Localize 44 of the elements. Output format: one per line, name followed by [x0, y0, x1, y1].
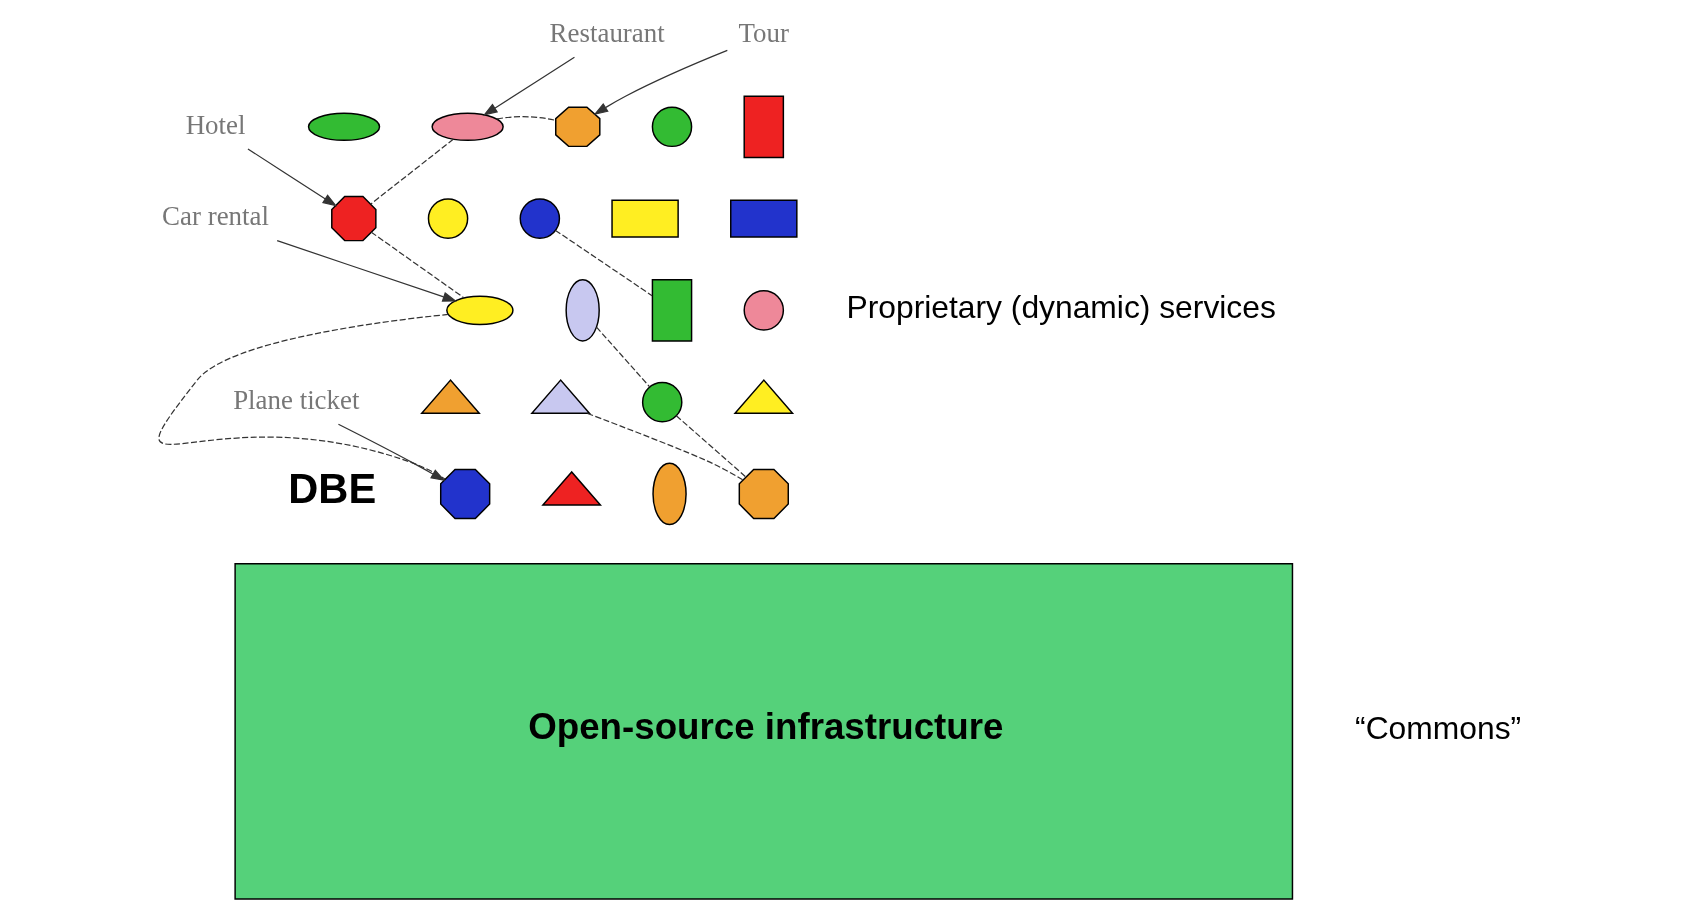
node-octagon	[439, 468, 491, 520]
node-text: Plane ticket	[233, 385, 360, 416]
connector	[158, 313, 449, 480]
connector	[675, 415, 747, 478]
node-box	[743, 95, 785, 159]
node-circle	[651, 106, 693, 148]
node-octagon	[738, 468, 789, 520]
node-box	[611, 199, 679, 238]
arrow	[276, 240, 458, 302]
node-triangle	[420, 379, 481, 414]
connector	[595, 326, 651, 388]
node-circle	[427, 198, 469, 239]
connector	[586, 412, 744, 481]
connector	[554, 229, 653, 297]
node-ellipse	[652, 462, 687, 526]
node-text: Car rental	[162, 201, 269, 232]
node-text: Tour	[738, 17, 790, 48]
arrow	[482, 56, 576, 116]
node-triangle	[733, 379, 795, 414]
label: DBE	[288, 465, 377, 513]
node-text: Hotel	[185, 109, 246, 140]
arrow	[337, 423, 446, 482]
label: Proprietary (dynamic) services	[846, 289, 1276, 326]
node-box: Open-source infrastructure	[234, 562, 1294, 900]
node-text: Restaurant	[549, 17, 665, 48]
label: “Commons”	[1355, 710, 1522, 747]
node-box	[651, 279, 693, 342]
connector	[496, 116, 557, 121]
arrow	[247, 148, 338, 207]
node-triangle	[530, 379, 591, 414]
connector	[370, 231, 465, 299]
node-ellipse	[446, 295, 514, 326]
node-ellipse	[565, 279, 600, 342]
node-octagon	[331, 195, 377, 242]
arrow	[593, 49, 728, 116]
node-ellipse	[307, 112, 381, 141]
node-circle	[743, 290, 785, 331]
node-ellipse	[431, 112, 504, 141]
node-circle	[641, 381, 683, 423]
node-triangle	[541, 470, 603, 506]
connector	[370, 138, 454, 205]
node-box	[730, 199, 798, 238]
node-circle	[519, 198, 561, 239]
node-octagon	[555, 106, 601, 148]
